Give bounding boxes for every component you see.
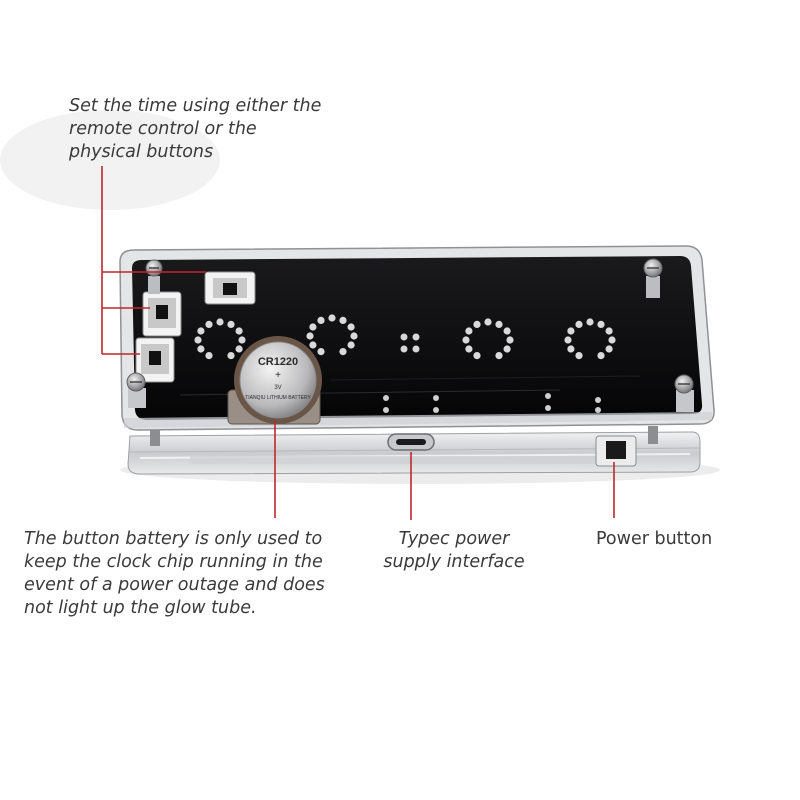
socket-pin xyxy=(495,352,503,360)
tube-socket-3 xyxy=(462,318,514,360)
socket-pin xyxy=(216,318,224,326)
socket-pin xyxy=(495,320,503,328)
socket-pin xyxy=(205,320,213,328)
socket-pin xyxy=(238,336,246,344)
socket-pin xyxy=(235,345,243,353)
callout-line: remote control or the xyxy=(69,119,257,139)
tube-socket-2 xyxy=(306,314,358,356)
set-buttons xyxy=(135,271,256,383)
socket-pin xyxy=(567,327,575,335)
socket-pin xyxy=(586,318,594,326)
socket-pin xyxy=(227,320,235,328)
socket-pin xyxy=(473,320,481,328)
socket-pin xyxy=(605,345,613,353)
socket-pin xyxy=(205,352,213,360)
callout-set-time: Set the time using either the remote con… xyxy=(69,95,321,164)
screw-top-left xyxy=(145,259,163,294)
callout-line: The button battery is only used to xyxy=(24,529,323,549)
callout-line: physical buttons xyxy=(69,142,214,162)
tube-socket-4 xyxy=(564,318,616,360)
socket-pin xyxy=(194,336,202,344)
callout-line: supply interface xyxy=(383,552,525,572)
socket-pin xyxy=(462,336,470,344)
socket-pin xyxy=(339,316,347,324)
socket-pin xyxy=(317,316,325,324)
socket-pin xyxy=(328,314,336,322)
socket-pin xyxy=(309,323,317,331)
battery-voltage: 3V xyxy=(274,385,281,391)
screw-bottom-left xyxy=(126,372,146,408)
socket-pin xyxy=(347,323,355,331)
corner-screws xyxy=(126,258,694,412)
callout-line: Typec power xyxy=(398,529,510,549)
socket-pin xyxy=(347,341,355,349)
callout-line: Power button xyxy=(596,529,713,549)
callout-line: not light up the glow tube. xyxy=(24,598,257,618)
socket-pin xyxy=(597,320,605,328)
tube-sockets xyxy=(194,314,616,360)
socket-pin xyxy=(350,332,358,340)
socket-pin xyxy=(608,336,616,344)
battery-model: CR1220 xyxy=(258,356,298,368)
callout-power: Power button xyxy=(596,528,712,551)
socket-pin xyxy=(197,345,205,353)
socket-pin xyxy=(309,341,317,349)
socket-pin xyxy=(306,332,314,340)
callout-typec: Typec power supply interface xyxy=(378,528,530,574)
socket-pin xyxy=(465,345,473,353)
usb-c-port xyxy=(387,433,435,451)
coin-battery: CR1220 + 3V TIANQIU LITHIUM BATTERY xyxy=(227,336,322,425)
button-bottom xyxy=(135,337,175,383)
socket-pin xyxy=(575,320,583,328)
button-middle xyxy=(142,291,182,337)
screw-top-right xyxy=(643,258,663,298)
socket-pin xyxy=(503,345,511,353)
socket-pin xyxy=(317,348,325,356)
socket-pin xyxy=(575,352,583,360)
socket-pin xyxy=(465,327,473,335)
socket-pin xyxy=(339,348,347,356)
button-top xyxy=(204,271,256,305)
socket-pin xyxy=(197,327,205,335)
callout-line: event of a power outage and does xyxy=(24,575,325,595)
socket-pin xyxy=(597,352,605,360)
leader-lines xyxy=(101,166,615,520)
socket-pin xyxy=(473,352,481,360)
callout-line: keep the clock chip running in the xyxy=(24,552,323,572)
socket-pin xyxy=(567,345,575,353)
screw-bottom-right xyxy=(674,374,694,412)
standoffs xyxy=(150,426,658,446)
leader-set-time xyxy=(101,166,206,355)
acrylic-base xyxy=(127,431,701,475)
tube-socket-1 xyxy=(194,318,246,360)
battery-maker: TIANQIU LITHIUM BATTERY xyxy=(245,395,311,401)
socket-pin xyxy=(503,327,511,335)
callout-line: Set the time using either the xyxy=(69,96,322,116)
power-switch xyxy=(595,435,637,467)
svg-text:+: + xyxy=(275,370,281,381)
socket-pin xyxy=(506,336,514,344)
colon-dots xyxy=(383,333,601,413)
socket-pin xyxy=(227,352,235,360)
socket-pin xyxy=(235,327,243,335)
socket-pin xyxy=(605,327,613,335)
socket-pin xyxy=(484,318,492,326)
callout-battery: The button battery is only used to keep … xyxy=(24,528,325,620)
socket-pin xyxy=(564,336,572,344)
